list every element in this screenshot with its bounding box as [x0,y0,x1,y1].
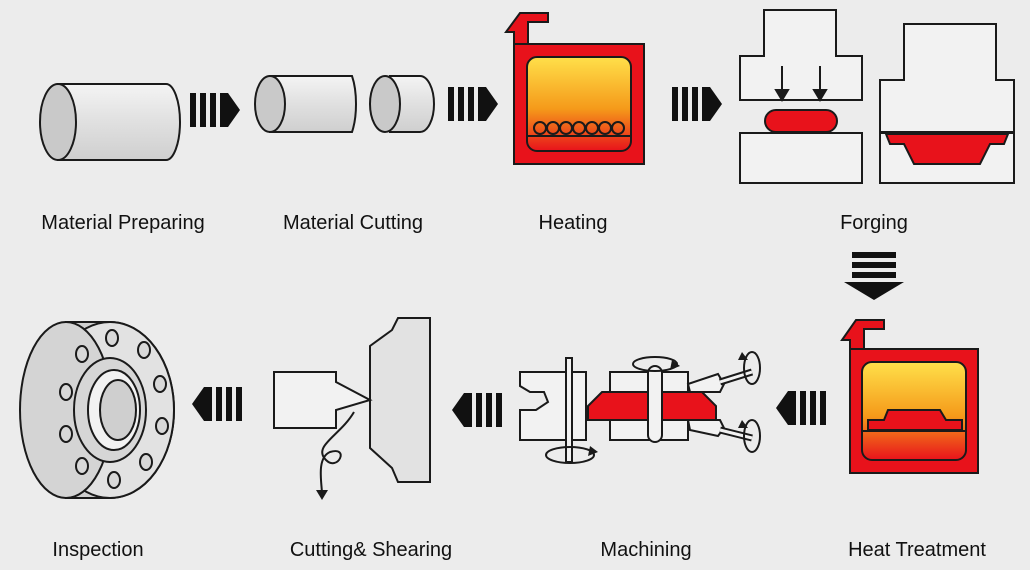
step-label-material-preparing: Material Preparing [41,212,204,234]
forging-press-icon [739,9,863,184]
flow-arrow-icon [452,393,502,427]
flow-arrow-icon [190,93,240,127]
step-label-heating: Heating [539,212,608,234]
flow-arrow-icon [672,87,722,121]
machining-lathe-icon [519,351,761,464]
cut-billets-icon [254,75,435,133]
die-forged-part-icon [879,23,1015,184]
step-label-inspection: Inspection [52,539,143,561]
flow-arrow-icon [448,87,498,121]
step-label-forging: Forging [840,212,908,234]
flow-arrow-icon [844,252,904,300]
shearing-tool-icon [273,317,431,500]
step-label-machining: Machining [600,539,691,561]
cylinder-bar-icon [39,83,181,161]
flange-icon [19,321,175,499]
heat-treatment-furnace-icon [840,319,979,474]
step-label-heat-treatment: Heat Treatment [848,539,986,561]
flow-arrow-icon [776,391,826,425]
furnace-icon [504,12,645,165]
step-label-material-cutting: Material Cutting [283,212,423,234]
step-label-cutting-shearing: Cutting& Shearing [290,539,452,561]
flow-arrow-icon [192,387,242,421]
